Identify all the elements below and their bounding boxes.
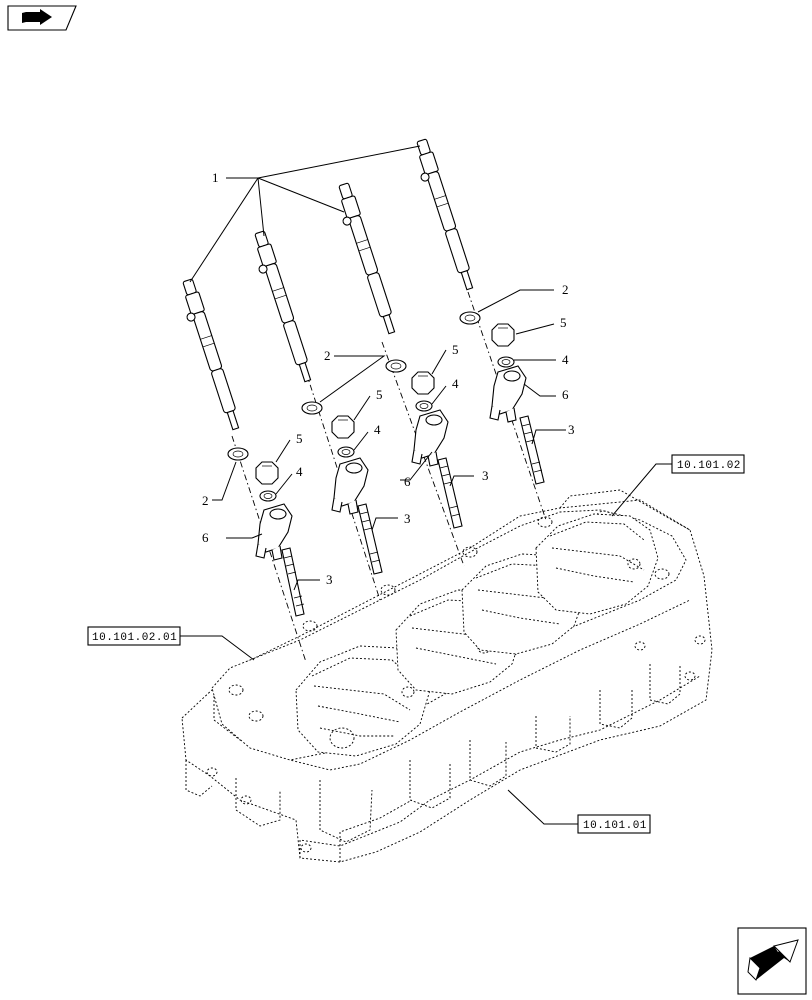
- stud: [357, 503, 383, 575]
- next-page-arrow-icon[interactable]: [737, 927, 807, 995]
- stud: [281, 547, 305, 617]
- callout-2: 2: [324, 348, 331, 363]
- reference-box-gasket[interactable]: 10.101.02.01: [87, 626, 181, 646]
- nut: [331, 415, 355, 439]
- callout-2: 2: [562, 282, 569, 297]
- washer: [301, 401, 323, 415]
- stud: [437, 457, 463, 529]
- reference-box-head[interactable]: 10.101.01: [577, 814, 651, 834]
- spacer: [337, 446, 355, 458]
- callout-5: 5: [376, 387, 383, 402]
- callout-4: 4: [452, 376, 459, 391]
- nut: [491, 323, 515, 347]
- reference-box-cover[interactable]: 10.101.02: [671, 454, 745, 474]
- nut: [255, 461, 279, 485]
- callout-6: 6: [562, 387, 569, 402]
- callout-labels: 1 2 2 2 3 3 3 3 4 4 4 4 5 5 5 5 6 6 6: [202, 170, 575, 587]
- spacer: [497, 356, 515, 368]
- callout-5: 5: [560, 315, 567, 330]
- callout-5: 5: [452, 342, 459, 357]
- clamp: [411, 409, 449, 467]
- callout-5: 5: [296, 431, 303, 446]
- spacer: [259, 490, 277, 502]
- washer: [227, 447, 249, 461]
- injector: [254, 230, 312, 383]
- callout-2: 2: [202, 493, 209, 508]
- callout-4: 4: [562, 352, 569, 367]
- nut: [411, 371, 435, 395]
- stud: [519, 415, 545, 485]
- reference-label: 10.101.02.01: [92, 632, 177, 644]
- callout-4: 4: [296, 464, 303, 479]
- callout-3: 3: [568, 422, 575, 437]
- valve-cover-4: [535, 513, 659, 615]
- clamp: [489, 365, 527, 423]
- callout-6: 6: [404, 474, 411, 489]
- callout-1: 1: [212, 170, 219, 185]
- assembly-centerlines: [231, 291, 547, 663]
- reference-label: 10.101.01: [583, 820, 647, 832]
- spacer: [415, 400, 433, 412]
- valve-cover-1: [295, 645, 431, 757]
- clamp: [255, 503, 293, 561]
- washer: [459, 311, 481, 325]
- injector: [182, 278, 240, 431]
- callout-6: 6: [202, 530, 209, 545]
- leader-lines: [180, 145, 672, 825]
- callout-3: 3: [482, 468, 489, 483]
- washer: [385, 359, 407, 373]
- callout-4: 4: [374, 422, 381, 437]
- reference-label: 10.101.02: [677, 460, 741, 472]
- injector: [416, 138, 474, 291]
- book-arrow-icon[interactable]: [7, 5, 77, 31]
- callout-3: 3: [326, 572, 333, 587]
- callout-3: 3: [404, 511, 411, 526]
- injector: [338, 182, 396, 335]
- clamp: [331, 457, 369, 515]
